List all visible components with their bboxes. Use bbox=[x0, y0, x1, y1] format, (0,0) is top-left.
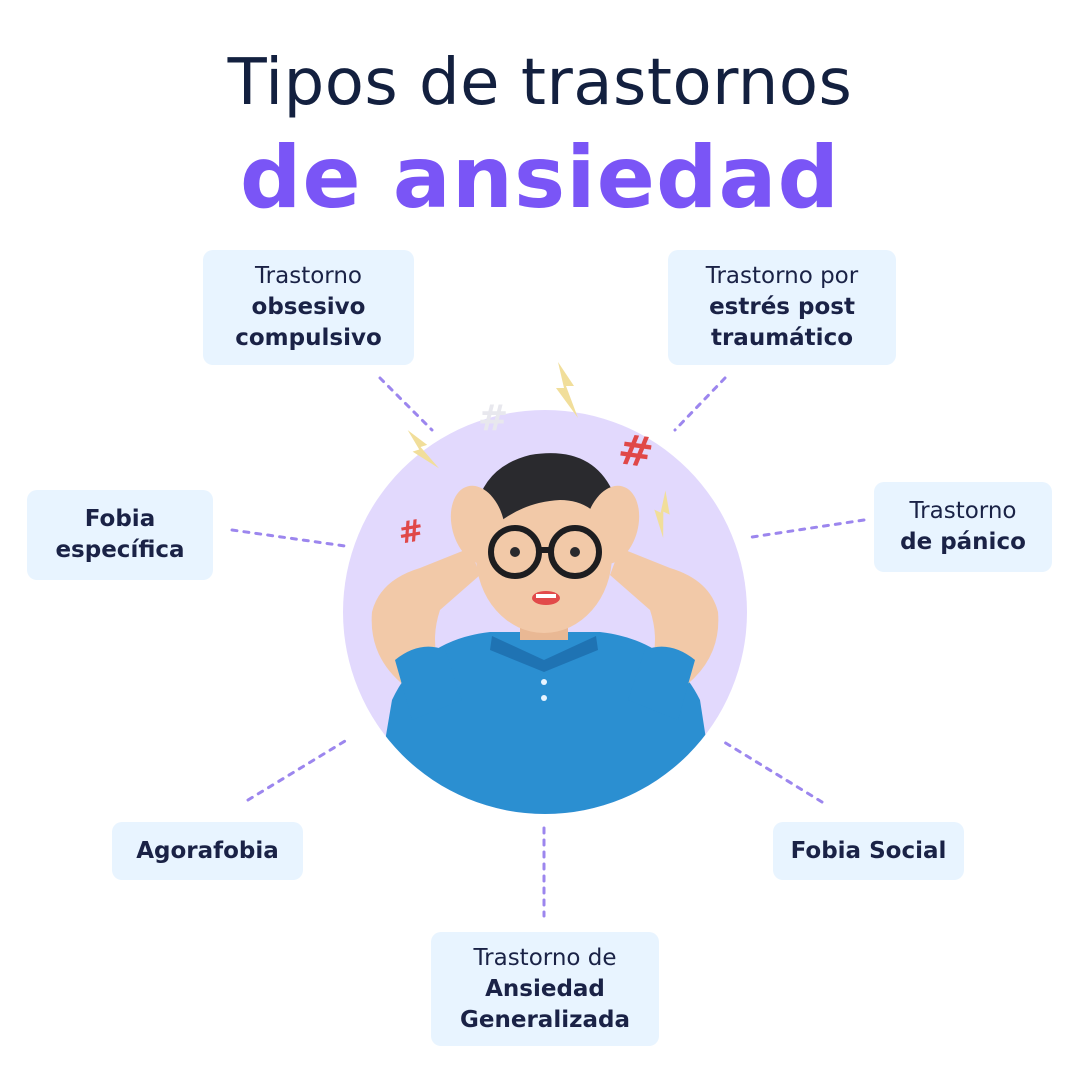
connector-panico bbox=[750, 518, 866, 539]
item-fobia-especifica-line-2: específica bbox=[55, 537, 185, 563]
item-fobia-especifica-line-1: Fobia bbox=[84, 506, 156, 532]
item-panico: Trastorno de pánico bbox=[874, 482, 1052, 572]
item-tept-line-2: estrés post bbox=[709, 294, 855, 320]
connector-fobia-social bbox=[722, 740, 824, 804]
title-line-2: de ansiedad bbox=[239, 128, 841, 228]
item-toc-line-2: obsesivo bbox=[251, 294, 366, 320]
connector-agorafobia bbox=[246, 736, 352, 802]
connector-tept bbox=[673, 376, 727, 432]
item-panico-line-2: de pánico bbox=[900, 529, 1026, 555]
item-tag-line-3: Generalizada bbox=[460, 1006, 630, 1033]
item-tept-line-3: traumático bbox=[710, 325, 854, 351]
item-tag-line-1: Trastorno de bbox=[473, 944, 617, 971]
item-fobia-social: Fobia Social bbox=[773, 822, 964, 880]
item-tept-line-1: Trastorno por bbox=[705, 263, 859, 289]
connector-toc bbox=[378, 376, 434, 432]
item-tept: Trastorno por estrés post traumático bbox=[668, 250, 896, 365]
title-line-1: Tipos de trastornos bbox=[227, 46, 853, 120]
item-panico-line-1: Trastorno bbox=[909, 498, 1017, 524]
item-fobia-especifica: Fobia específica bbox=[27, 490, 213, 580]
item-tag-line-2: Ansiedad bbox=[485, 975, 605, 1002]
item-toc-line-1: Trastorno bbox=[255, 263, 362, 289]
item-agorafobia-line-1: Agorafobia bbox=[136, 837, 279, 864]
connector-fobia-especifica bbox=[230, 528, 347, 548]
item-toc-line-3: compulsivo bbox=[235, 325, 382, 351]
item-toc: Trastorno obsesivo compulsivo bbox=[203, 250, 414, 365]
item-fobia-social-line-1: Fobia Social bbox=[790, 837, 947, 864]
item-agorafobia: Agorafobia bbox=[112, 822, 303, 880]
item-tag: Trastorno de Ansiedad Generalizada bbox=[431, 932, 659, 1046]
